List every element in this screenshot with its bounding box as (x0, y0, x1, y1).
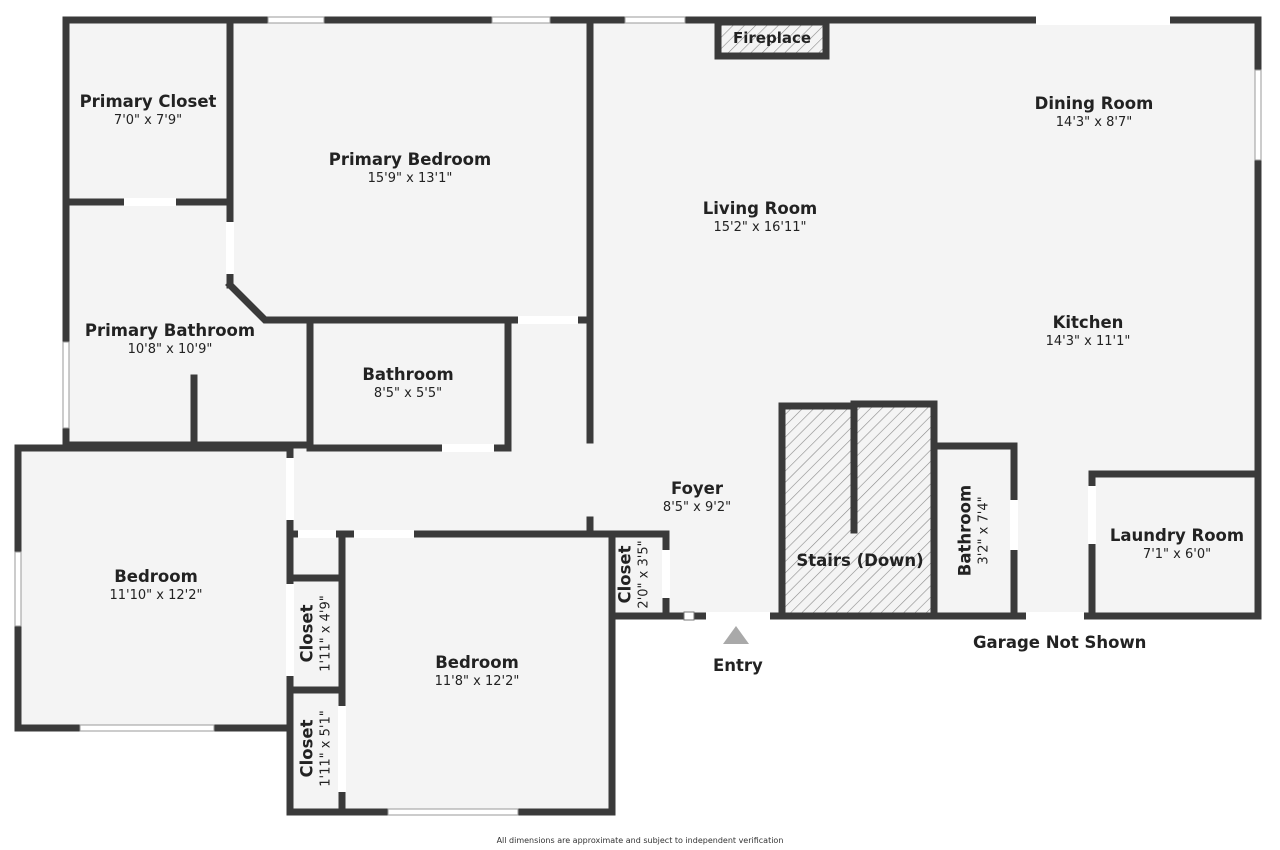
room-dimensions: 8'5" x 9'2" (662, 500, 732, 515)
room-closet-a: Closet 1'11" x 4'9" (298, 584, 335, 684)
entry-threshold (683, 611, 695, 621)
room-name: Stairs (Down) (796, 551, 924, 570)
room-living-room: Living Room 15'2" x 16'11" (680, 199, 840, 236)
room-name: Kitchen (1052, 313, 1124, 332)
stairs-hatch (784, 406, 934, 616)
room-dimensions: 14'3" x 8'7" (1055, 115, 1133, 130)
fireplace-hatch (718, 22, 826, 56)
room-dimensions: 1'11" x 4'9" (318, 595, 334, 672)
windows (14, 16, 1262, 816)
room-dimensions: 3'2" x 7'4" (976, 496, 992, 565)
room-name: Closet (297, 719, 317, 778)
room-name: Primary Bedroom (328, 150, 492, 169)
room-foyer: Foyer 8'5" x 9'2" (637, 479, 757, 516)
room-dimensions: 11'8" x 12'2" (434, 674, 520, 689)
room-name: Closet (297, 604, 317, 663)
room-name: Bedroom (435, 653, 519, 672)
room-bathroom-mid: Bathroom 8'5" x 5'5" (338, 365, 478, 402)
room-stairs: Stairs (Down) (790, 551, 930, 571)
room-dimensions: 2'0" x 3'5" (636, 540, 652, 609)
garage-note: Garage Not Shown (973, 633, 1147, 652)
room-name: Foyer (670, 479, 724, 498)
room-dining-room: Dining Room 14'3" x 8'7" (1014, 94, 1174, 131)
room-name: Dining Room (1034, 94, 1154, 113)
entry-label: Entry (713, 656, 763, 675)
room-kitchen: Kitchen 14'3" x 11'1" (1008, 313, 1168, 350)
room-closet-c: Closet 2'0" x 3'5" (616, 530, 653, 620)
entry-arrow-icon (723, 626, 749, 644)
room-dimensions: 14'3" x 11'1" (1045, 334, 1131, 349)
fireplace-label: Fireplace (733, 29, 812, 47)
room-dimensions: 7'1" x 6'0" (1142, 547, 1212, 562)
door-openings (124, 15, 1170, 792)
room-bedroom-right: Bedroom 11'8" x 12'2" (407, 653, 547, 690)
room-closet-b: Closet 1'11" x 5'1" (298, 699, 335, 799)
room-bathroom-small: Bathroom 3'2" x 7'4" (956, 481, 993, 581)
room-primary-bedroom: Primary Bedroom 15'9" x 13'1" (320, 150, 500, 187)
room-dimensions: 7'0" x 7'9" (113, 113, 183, 128)
room-primary-bathroom: Primary Bathroom 10'8" x 10'9" (80, 321, 260, 358)
room-dimensions: 11'10" x 12'2" (109, 588, 203, 603)
room-name: Living Room (702, 199, 818, 218)
room-name: Laundry Room (1109, 526, 1245, 545)
room-dimensions: 15'9" x 13'1" (367, 171, 453, 186)
room-name: Bathroom (362, 365, 454, 384)
room-dimensions: 10'8" x 10'9" (127, 342, 213, 357)
room-primary-closet: Primary Closet 7'0" x 7'9" (78, 92, 218, 129)
room-name: Bathroom (955, 484, 975, 577)
room-dimensions: 15'2" x 16'11" (713, 220, 807, 235)
disclaimer-text: All dimensions are approximate and subje… (496, 836, 784, 845)
room-bedroom-left: Bedroom 11'10" x 12'2" (86, 567, 226, 604)
room-laundry-room: Laundry Room 7'1" x 6'0" (1102, 526, 1252, 563)
room-dimensions: 8'5" x 5'5" (373, 386, 443, 401)
room-name: Primary Closet (79, 92, 217, 111)
room-name: Closet (615, 545, 635, 604)
floor-areas (18, 20, 1258, 812)
room-name: Bedroom (114, 567, 198, 586)
room-name: Primary Bathroom (84, 321, 256, 340)
room-dimensions: 1'11" x 5'1" (318, 710, 334, 787)
